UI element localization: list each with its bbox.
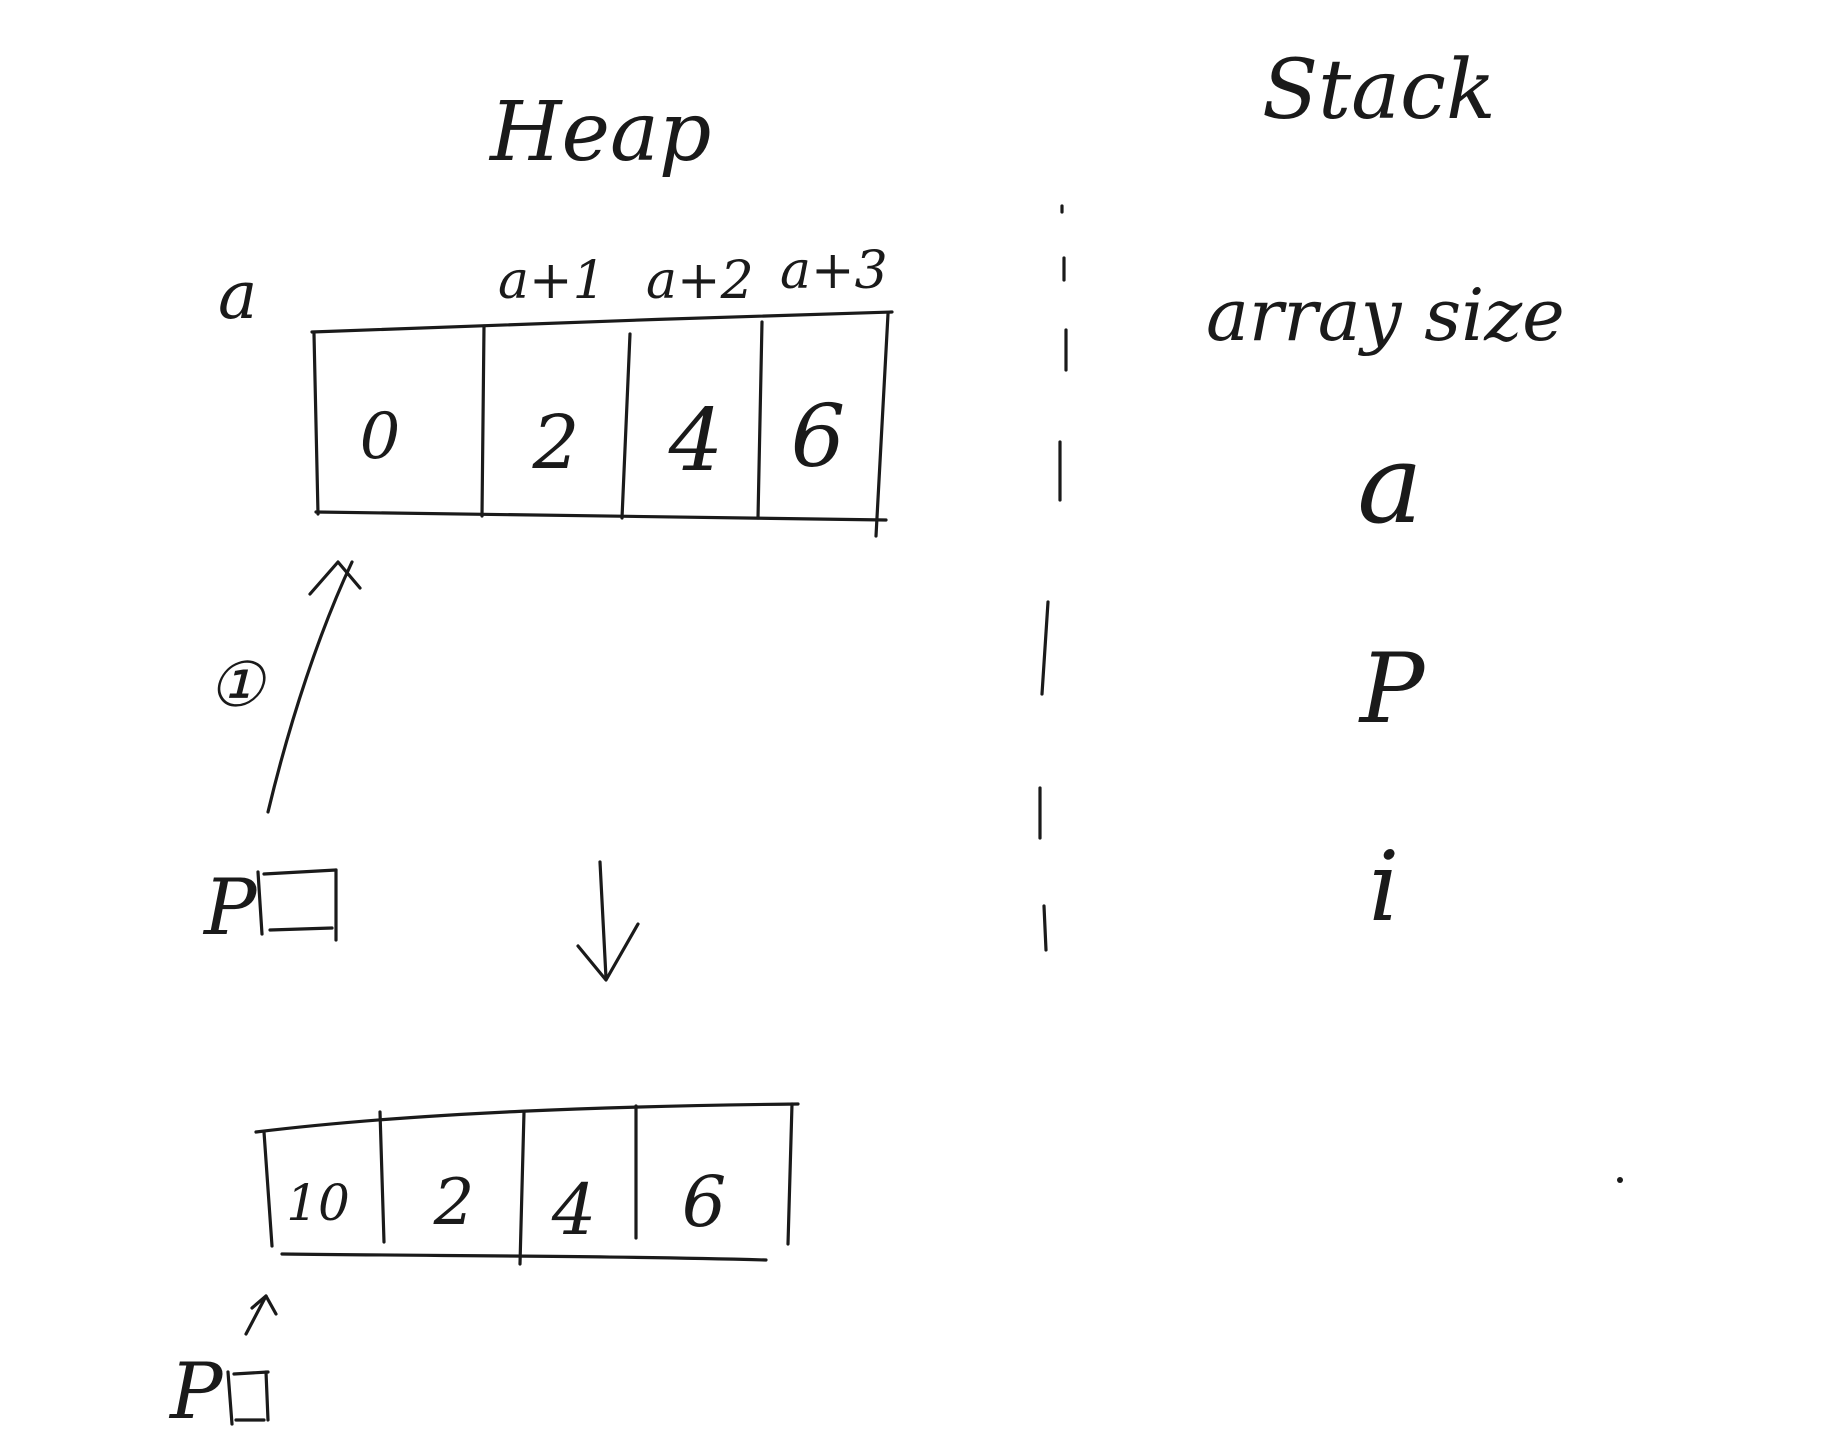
pointer-arrow-shaft [266, 560, 354, 814]
top-array-cell-2: 4 [668, 391, 724, 491]
stack-title: Stack [1262, 43, 1496, 138]
top-array-right-edge [874, 312, 890, 538]
divider-dash [1040, 600, 1050, 696]
pointer-arrow-head [308, 560, 362, 596]
address-label-a-plus-1: a+1 [498, 251, 606, 311]
divider-dash [1042, 904, 1048, 952]
pointer-box-bottom [268, 926, 334, 932]
heap-stack-divider [1038, 204, 1068, 952]
top-array-bottom-edge [314, 510, 888, 522]
top-array-top-edge [310, 310, 894, 334]
bottom-array-bottom-edge [280, 1252, 768, 1262]
top-array-divider-1 [480, 324, 486, 518]
bottom-array-cell-1: 2 [433, 1166, 475, 1240]
pointer-box-left [256, 870, 264, 936]
stack-variable-array-size: array size [1206, 273, 1565, 357]
down-arrow-shaft [598, 860, 608, 980]
pointer-box-top [262, 868, 338, 876]
stack-variable-p: P [1358, 633, 1426, 745]
bottom-array-cell-3: 6 [682, 1161, 727, 1243]
top-array-divider-3 [756, 320, 764, 520]
address-label-a: a [218, 257, 257, 334]
bottom-array-divider-1 [378, 1110, 386, 1244]
heap-title: Heap [488, 85, 711, 180]
bottom-array-box [254, 1102, 800, 1266]
bottom-array-cell-0: 10 [286, 1174, 350, 1232]
address-label-a-plus-2: a+2 [646, 251, 754, 311]
stray-dot [1617, 1177, 1623, 1183]
bottom-array-cell-2: 4 [551, 1169, 597, 1251]
top-array-divider-2 [620, 332, 632, 520]
bottom-pointer-arrow-shaft [244, 1294, 268, 1336]
bottom-array-top-edge [254, 1102, 800, 1134]
bottom-array-right-edge [786, 1102, 794, 1246]
top-array-cell-1: 2 [531, 400, 579, 486]
bottom-pointer-label: P [168, 1347, 224, 1431]
top-array-box [310, 310, 894, 538]
bottom-array-divider-2 [518, 1110, 526, 1266]
bottom-pointer-box-top [232, 1370, 270, 1376]
bottom-pointer-arrow-head [250, 1294, 278, 1316]
top-array-cell-3: 6 [791, 387, 846, 487]
bottom-pointer-box-right [264, 1370, 270, 1422]
bottom-pointer-box-left [226, 1370, 234, 1426]
down-arrow-head [576, 922, 640, 982]
bottom-array-left-edge [262, 1130, 274, 1248]
top-array-left-edge [312, 332, 320, 516]
stack-variable-i: i [1369, 831, 1400, 943]
pointer-label: P [202, 863, 258, 953]
step-marker: ① [208, 648, 267, 721]
stack-variable-a: a [1357, 420, 1423, 548]
top-array-cell-0: 0 [360, 400, 401, 474]
address-label-a-plus-3: a+3 [780, 241, 888, 301]
